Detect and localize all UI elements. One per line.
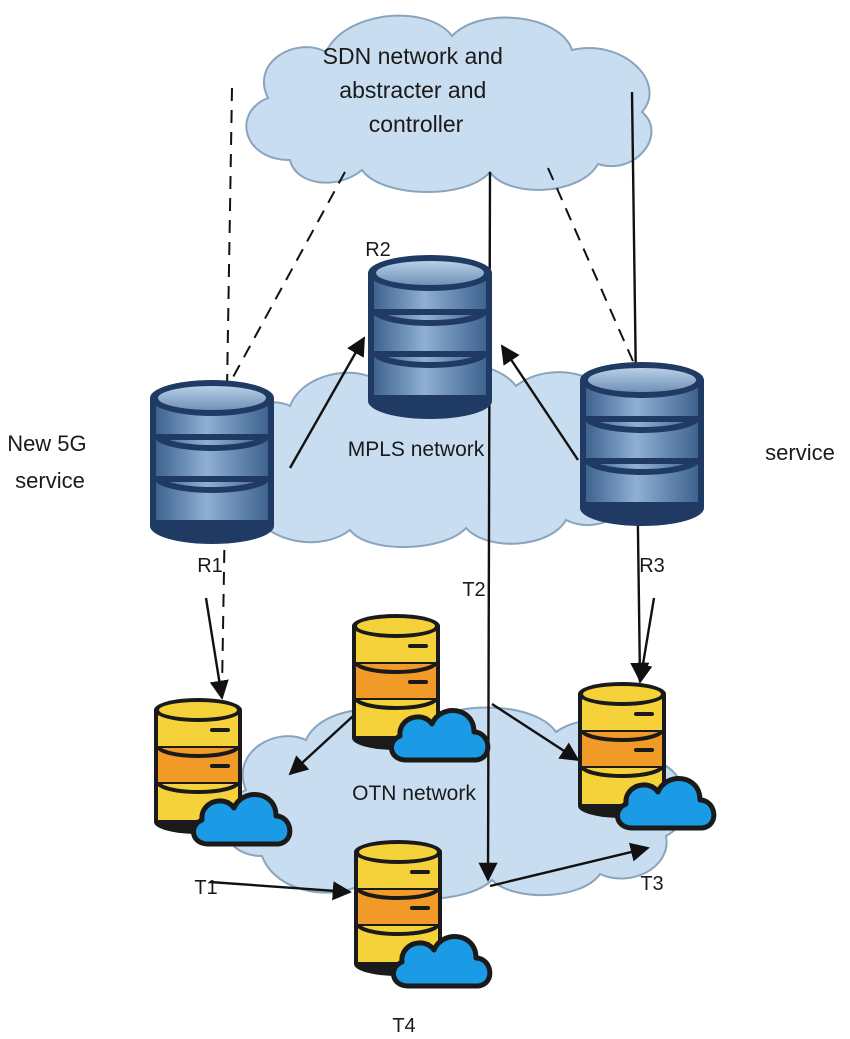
sdn-to-r1-dashed-left xyxy=(221,87,233,691)
mpls-network-label: MPLS network xyxy=(348,438,485,461)
router-r2-icon xyxy=(368,255,492,419)
otn-center-to-t1-arrow xyxy=(288,705,365,776)
sdn-title-line-3: controller xyxy=(369,111,464,137)
terminal-t1-label: T1 xyxy=(194,877,217,899)
sdn-control-links xyxy=(221,87,637,691)
new-5g-service-line-2: service xyxy=(15,468,85,493)
otn-center-storage-icon xyxy=(352,614,488,760)
terminal-t4-label: T4 xyxy=(392,1015,415,1037)
sdn-title-line-1: SDN network and xyxy=(323,43,503,69)
r1-to-t1-arrow xyxy=(204,597,229,700)
otn-center-to-t3-arrow xyxy=(491,702,580,762)
t4-to-t3-arrow xyxy=(489,842,650,888)
router-r3-label: R3 xyxy=(639,555,665,577)
r3-to-t3-arrow xyxy=(633,597,656,684)
otn-network-label: OTN network xyxy=(352,782,476,805)
sdn-to-r3-dashed xyxy=(547,167,637,369)
r3-to-r2-arrow xyxy=(500,344,579,461)
new-5g-service-label: New 5G service xyxy=(7,431,93,493)
t3-storage-icon xyxy=(578,682,714,828)
router-r1-icon xyxy=(150,380,274,544)
r1-to-r2-arrow xyxy=(288,336,366,469)
terminal-t3-label: T3 xyxy=(640,873,663,895)
sdn-title-line-2: abstracter and xyxy=(339,77,486,103)
router-r2-label: R2 xyxy=(365,239,391,261)
service-label: service xyxy=(765,440,835,465)
sdn-to-r1-dashed xyxy=(225,171,346,391)
terminal-t2-label: T2 xyxy=(462,579,485,601)
router-r3-icon xyxy=(580,362,704,526)
t1-to-t4-arrow xyxy=(209,880,352,901)
router-r1-label: R1 xyxy=(197,555,223,577)
new-5g-service-line-1: New 5G xyxy=(7,431,86,456)
sdn-cloud xyxy=(245,14,653,193)
sdn-cloud-title: SDN network and abstracter and controlle… xyxy=(323,43,510,137)
